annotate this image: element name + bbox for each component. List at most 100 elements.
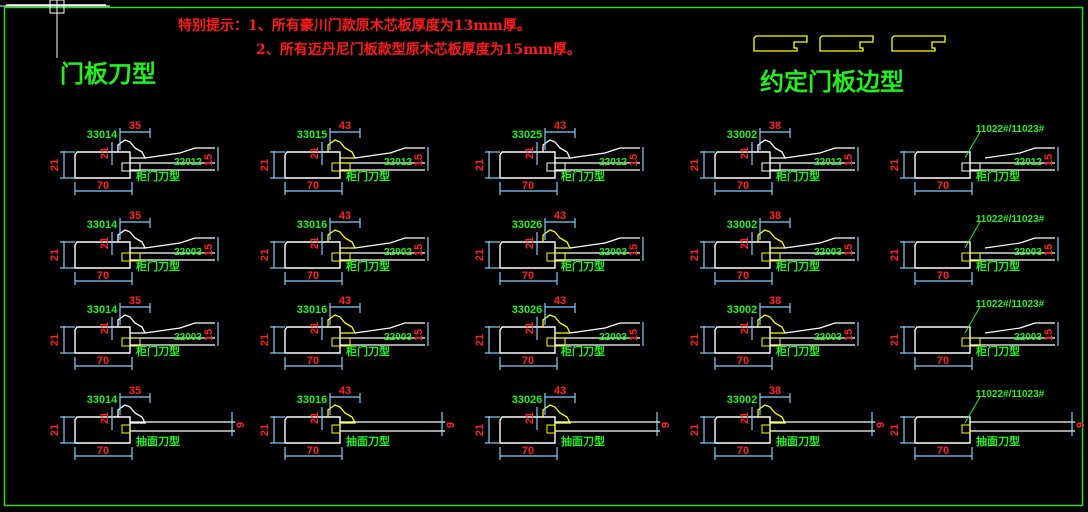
panel-raise-line	[984, 322, 1055, 334]
dimension-width: 70	[737, 180, 749, 192]
profile-type-label: 柜门刀型	[135, 259, 180, 273]
dimension-inner: 21	[99, 147, 111, 159]
panel-raise-line	[354, 237, 425, 249]
dimension-inner: 21	[524, 322, 536, 334]
profile-type-label: 柜门刀型	[775, 169, 820, 183]
dimension-width: 70	[937, 355, 949, 367]
cutter-profile-bump	[117, 139, 147, 159]
profile-code: 33014	[87, 394, 118, 406]
dimension-width: 70	[97, 180, 109, 192]
dimension-top: 35	[129, 385, 141, 397]
leader-line	[964, 221, 981, 249]
dimension-inner: 21	[99, 322, 111, 334]
dimension-width: 70	[307, 355, 319, 367]
edge-profile-shape	[753, 35, 808, 52]
profile-type-label: 抽面刀型	[561, 434, 605, 448]
dimension-inner: 21	[99, 412, 111, 424]
dimension-right: 15	[203, 154, 215, 166]
panel-code: 22003	[1014, 247, 1042, 258]
panel-code: 22012	[1014, 157, 1042, 168]
dimension-inner: 21	[739, 412, 751, 424]
panel-raise-line	[784, 237, 855, 249]
tongue-outline	[331, 424, 341, 434]
tongue-outline	[761, 162, 781, 172]
dimension-top: 35	[129, 120, 141, 132]
dimension-right: 15	[1043, 329, 1055, 341]
frame-board-outline	[499, 151, 556, 179]
dimension-top: 38	[769, 120, 781, 132]
dimension-height: 21	[259, 249, 271, 261]
panel-raise-line	[144, 237, 215, 249]
title-door-cutter-profiles: 门板刀型	[60, 60, 156, 88]
dimension-inner: 21	[739, 237, 751, 249]
special-note-line-2: 2、所有迈丹尼门板款型原木芯板厚度为15mm厚。	[256, 42, 581, 58]
dimension-inner: 21	[309, 237, 321, 249]
dimension-inner: 21	[309, 147, 321, 159]
profile-code: 33014	[87, 219, 118, 231]
panel-code: 22002	[384, 247, 412, 258]
dimension-top: 43	[554, 295, 566, 307]
panel-raise-line	[784, 322, 855, 334]
dimension-right: 15	[203, 244, 215, 256]
dimension-width: 70	[737, 445, 749, 457]
profile-code: 11022#/11023#	[976, 214, 1045, 225]
dimension-inner: 21	[309, 322, 321, 334]
tongue-outline	[961, 162, 981, 172]
dimension-width: 70	[737, 355, 749, 367]
profile-code: 33026	[512, 394, 543, 406]
dimension-right: 15	[413, 244, 425, 256]
dimension-inner: 21	[524, 147, 536, 159]
dimension-top: 43	[339, 385, 351, 397]
profile-code: 33002	[727, 304, 758, 316]
crosshair-cursor	[0, 0, 110, 58]
dimension-height: 21	[889, 159, 901, 171]
panel-raise-line	[569, 147, 640, 159]
dimension-height: 21	[259, 159, 271, 171]
profile-type-label: 抽面刀型	[776, 434, 820, 448]
cutter-profile-bump	[327, 229, 357, 249]
dimension-top: 43	[339, 295, 351, 307]
dimension-right: 15	[628, 154, 640, 166]
frame-board-outline	[914, 416, 971, 444]
panel-raise-line	[569, 237, 640, 249]
panel-code: 22003	[814, 332, 842, 343]
panel-raise-line	[354, 322, 425, 334]
frame-board-outline	[914, 326, 971, 354]
dimension-height: 21	[474, 249, 486, 261]
edge-profile-samples	[753, 35, 946, 52]
profile-type-label: 柜门刀型	[560, 344, 605, 358]
dimension-height: 21	[474, 334, 486, 346]
tongue-outline	[761, 337, 781, 347]
frame-board-outline	[284, 416, 341, 444]
frame-board-outline	[74, 151, 131, 179]
dimension-right: 9	[660, 422, 672, 428]
cutter-profile-bump	[757, 139, 787, 159]
profile-code: 33014	[87, 304, 118, 316]
dimension-inner: 21	[524, 237, 536, 249]
tongue-outline	[961, 424, 971, 434]
profile-code: 33025	[512, 129, 543, 141]
cutter-profile-bump	[542, 314, 572, 334]
dimension-top: 38	[769, 295, 781, 307]
profile-type-label: 柜门刀型	[775, 344, 820, 358]
profile-code: 33026	[512, 304, 543, 316]
dimension-width: 70	[97, 270, 109, 282]
dimension-right: 9	[1075, 422, 1087, 428]
frame-board-outline	[714, 241, 771, 269]
panel-raise-line	[144, 322, 215, 334]
cutter-profile-bump	[757, 229, 787, 249]
panel-raise-line	[144, 147, 215, 159]
profile-code: 33002	[727, 129, 758, 141]
cutter-profile-bump	[117, 314, 147, 334]
